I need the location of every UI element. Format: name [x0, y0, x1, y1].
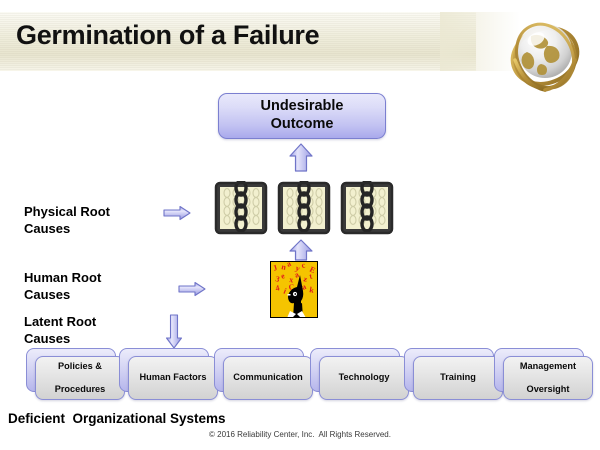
system-box-front-layer[interactable]: Communication — [223, 356, 313, 400]
row-label-human-root-causes: Human Root Causes — [24, 270, 102, 303]
chain-link-image-3 — [340, 179, 394, 235]
svg-text:4: 4 — [275, 283, 281, 293]
svg-text:J: J — [272, 263, 279, 273]
system-box-label-line1: Communication — [233, 372, 303, 383]
system-box-label: Management Oversight — [517, 350, 579, 406]
chain-link-image-2 — [277, 179, 331, 235]
svg-text:3: 3 — [274, 274, 280, 284]
arrow-down-icon-latent — [165, 314, 183, 355]
svg-text:z: z — [302, 274, 309, 284]
system-box-label-line1: Management — [519, 361, 577, 372]
system-box-label-line2: Oversight — [526, 383, 570, 394]
svg-text:x: x — [289, 275, 294, 284]
svg-text:e: e — [280, 271, 287, 281]
system-box-label-line1: Technology — [338, 372, 390, 383]
thinking-person-with-letters-image: J n a y c E 3 e x a z t 4 i C 2 a k — [269, 259, 319, 319]
copyright-notice: © 2016 Reliability Center, Inc. All Righ… — [209, 430, 391, 439]
arrow-up-icon-outcome — [288, 142, 314, 179]
crystal-globe-logo — [497, 8, 593, 104]
svg-text:E: E — [308, 265, 317, 275]
undesirable-outcome-box[interactable]: Undesirable Outcome — [218, 93, 386, 139]
row-label-physical-root-causes: Physical Root Causes — [24, 204, 110, 237]
row-label-latent-root-causes: Latent Root Causes — [24, 314, 97, 347]
svg-text:i: i — [282, 287, 288, 296]
chain-images-row — [214, 179, 394, 235]
system-box-label-line1: Training — [440, 372, 476, 383]
deficient-organizational-systems-label: Deficient Organizational Systems — [8, 411, 226, 426]
system-box-label-line1: Human Factors — [139, 372, 207, 383]
arrow-right-icon-physical — [163, 205, 191, 226]
system-box-label: Policies & Procedures — [52, 350, 109, 406]
system-box-label: Communication — [230, 361, 305, 395]
header-band-fade — [440, 12, 520, 71]
system-box-label-line2: Procedures — [54, 383, 106, 394]
svg-text:t: t — [308, 271, 313, 280]
system-box-front-layer[interactable]: Human Factors — [128, 356, 218, 400]
undesirable-outcome-label: Undesirable Outcome — [261, 98, 344, 133]
arrow-right-icon-human — [178, 281, 206, 302]
system-box-label: Human Factors — [137, 361, 210, 395]
svg-text:k: k — [309, 285, 315, 295]
arrow-up-icon-chains — [288, 238, 314, 267]
system-box-front-layer[interactable]: Technology — [319, 356, 409, 400]
svg-text:C: C — [288, 282, 295, 292]
outcome-line-1: Undesirable — [260, 98, 344, 115]
chain-link-image-1 — [214, 179, 268, 235]
svg-text:y: y — [294, 263, 301, 273]
page-title: Germination of a Failure — [16, 20, 320, 50]
svg-text:a: a — [300, 282, 307, 292]
system-box-front-layer[interactable]: Policies & Procedures — [35, 356, 125, 400]
svg-text:a: a — [285, 261, 292, 269]
system-box-label: Technology — [336, 361, 393, 395]
svg-text:a: a — [293, 270, 301, 280]
svg-text:c: c — [301, 261, 307, 270]
system-box-front-layer[interactable]: Management Oversight — [503, 356, 593, 400]
system-box-front-layer[interactable]: Training — [413, 356, 503, 400]
svg-text:n: n — [281, 262, 288, 272]
outcome-line-2: Outcome — [270, 116, 334, 132]
header-band — [0, 12, 476, 71]
system-box-label: Training — [437, 361, 479, 395]
system-box-label-line1: Policies & — [58, 361, 102, 372]
